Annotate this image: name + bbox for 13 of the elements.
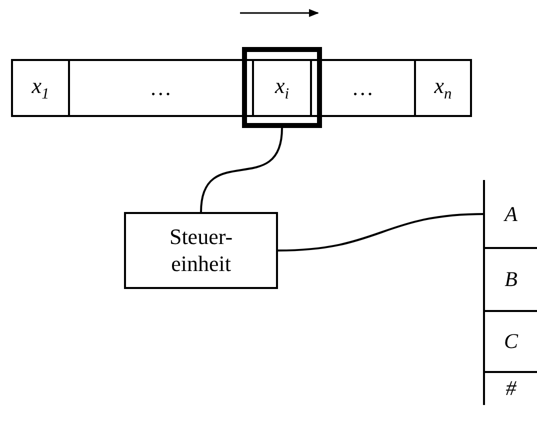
table-cell: C <box>485 311 537 372</box>
table-cell: # <box>485 372 537 405</box>
connector-line <box>278 213 486 252</box>
tape-cell: x$_{1}$ <box>11 59 70 117</box>
tape-cell: x$_{i}$ <box>252 59 312 117</box>
connector-line <box>200 128 283 212</box>
tape-cell: x$_{n}$ <box>414 59 472 117</box>
table-cell: B <box>485 248 537 311</box>
table-cell: A <box>485 180 537 248</box>
read-head-frame <box>242 47 322 128</box>
tape-cell: … <box>68 59 254 117</box>
tape-cell: … <box>310 59 416 117</box>
control-unit-box: Steuer- einheit <box>124 212 278 289</box>
